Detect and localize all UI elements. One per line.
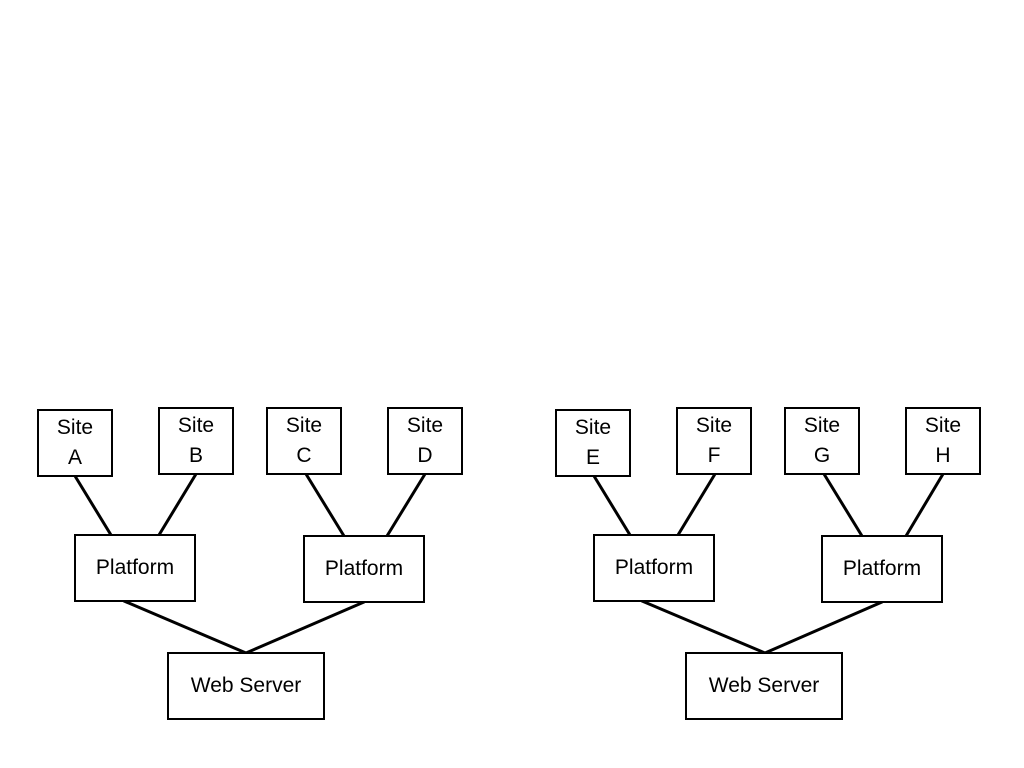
platform-4-box: Platform [821, 535, 943, 603]
site-c-box: Site C [266, 407, 342, 475]
platform-label: Platform [842, 557, 922, 580]
site-label: Site [285, 414, 323, 437]
connector-site-b-platform-1 [157, 472, 198, 537]
platform-label: Platform [614, 556, 694, 579]
connector-site-c-platform-2 [304, 472, 346, 538]
site-label: Site [924, 414, 962, 437]
site-letter: H [935, 444, 951, 467]
site-letter: G [813, 444, 831, 467]
site-letter: D [417, 444, 433, 467]
site-g-box: Site G [784, 407, 860, 475]
platform-2-box: Platform [303, 535, 425, 603]
platform-3-box: Platform [593, 534, 715, 602]
connector-platform-3-server [640, 599, 767, 655]
connector-site-h-platform-4 [904, 472, 945, 538]
site-letter: B [188, 444, 203, 467]
connector-platform-4-server [763, 600, 884, 655]
site-letter: A [67, 446, 82, 469]
site-label: Site [695, 414, 733, 437]
site-letter: F [707, 444, 721, 467]
connector-platform-2-server [244, 600, 366, 655]
web-server-label: Web Server [708, 674, 820, 697]
connector-site-f-platform-3 [676, 472, 717, 537]
platform-label: Platform [324, 557, 404, 580]
site-d-box: Site D [387, 407, 463, 475]
site-label: Site [406, 414, 444, 437]
platform-1-box: Platform [74, 534, 196, 602]
web-server-1-box: Web Server [167, 652, 325, 720]
site-letter: E [585, 446, 600, 469]
connector-site-e-platform-3 [592, 474, 632, 537]
site-label: Site [803, 414, 841, 437]
site-a-box: Site A [37, 409, 113, 477]
site-h-box: Site H [905, 407, 981, 475]
site-label: Site [56, 416, 94, 439]
connector-site-d-platform-2 [385, 472, 427, 538]
connector-site-g-platform-4 [822, 472, 864, 538]
site-label: Site [177, 414, 215, 437]
connector-platform-1-server [122, 599, 248, 655]
connector-site-a-platform-1 [73, 474, 113, 537]
site-f-box: Site F [676, 407, 752, 475]
site-e-box: Site E [555, 409, 631, 477]
web-server-label: Web Server [190, 674, 302, 697]
site-letter: C [296, 444, 312, 467]
platform-label: Platform [95, 556, 175, 579]
site-b-box: Site B [158, 407, 234, 475]
web-server-2-box: Web Server [685, 652, 843, 720]
site-label: Site [574, 416, 612, 439]
